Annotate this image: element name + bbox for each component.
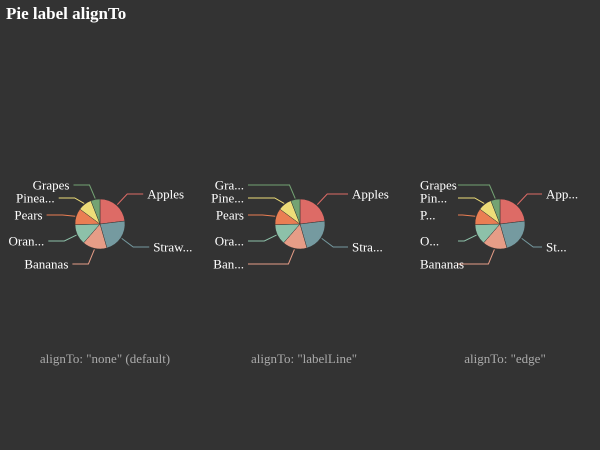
pie-slice-strawberries[interactable] [299,220,326,249]
label-line-bananas [248,249,295,265]
label-line-apples [316,193,348,205]
label-line-strawberries [321,237,348,248]
pie-caption: alignTo: "labelLine" [251,351,357,366]
pie-slice-grapes[interactable] [90,198,101,225]
label-line-bananas [458,249,495,265]
pie-caption: alignTo: "edge" [464,351,546,366]
pie-label-oranges: Oran... [9,234,45,249]
pie-label-pineapples: Pin... [420,191,447,206]
pie-label-pears: P... [420,208,436,223]
chart-title: Pie label alignTo [6,4,127,23]
label-line-pears [458,214,476,217]
pie-slice-strawberries[interactable] [99,220,126,249]
label-line-pineapples [458,197,485,204]
pie-label-strawberries: Straw... [153,240,192,255]
pie-label-strawberries: Stra... [352,240,383,255]
label-line-strawberries [121,237,150,248]
pie-label-bananas: Bananas [420,257,464,272]
label-line-oranges [48,234,77,242]
pie-slice-apples[interactable] [299,198,326,225]
pie-caption: alignTo: "none" (default) [40,351,170,366]
label-line-grapes [73,184,96,199]
label-line-pineapples [58,197,85,204]
pie-label-grapes: Grapes [33,178,70,193]
pie-label-grapes: Gra... [215,178,244,193]
pie-label-pineapples: Pinea... [16,191,55,206]
label-line-pears [248,214,276,217]
pie-label-pears: Pears [216,208,244,223]
label-line-apples [116,193,144,205]
label-line-strawberries [521,237,542,248]
pie-label-apples: Apples [352,187,389,202]
label-line-grapes [248,184,296,199]
label-line-oranges [458,234,477,242]
pie-3: App... St... Bananas O... P... Pin...Grapes al… [420,178,578,367]
pie-slice-grapes[interactable] [290,198,301,225]
pie-label-oranges: O... [420,234,439,249]
label-line-pineapples [248,197,285,204]
pie-label-bananas: Bananas [24,257,68,272]
pie-label-pears: Pears [14,208,42,223]
label-line-pears [46,214,76,217]
pie-slice-apples[interactable] [499,198,526,225]
label-line-oranges [248,234,277,242]
pie-label-apples: App... [546,187,578,202]
pie-slice-grapes[interactable] [490,198,501,225]
label-line-apples [516,193,542,205]
label-line-grapes [458,184,496,199]
pie-label-oranges: Ora... [215,234,244,249]
pie-label-strawberries: St... [546,240,567,255]
pie-label-apples: Apples [147,187,184,202]
pie-label-grapes: Grapes [420,178,457,193]
pie-slice-apples[interactable] [99,198,126,225]
pie-label-bananas: Ban... [213,257,244,272]
pie-slice-strawberries[interactable] [499,220,526,249]
label-line-bananas [72,249,95,265]
pie-label-pineapples: Pine... [211,191,244,206]
